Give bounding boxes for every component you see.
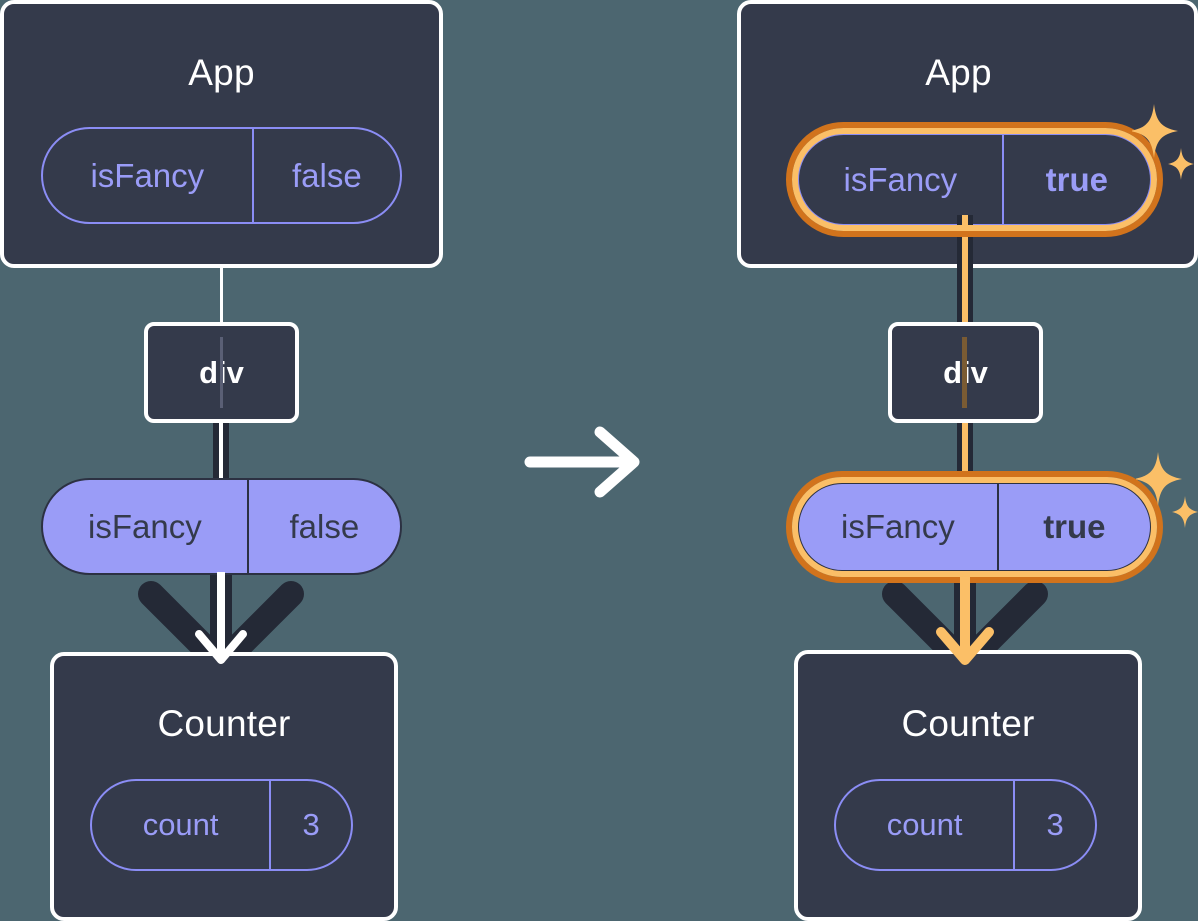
flow-arrow-core-after bbox=[936, 572, 994, 665]
app-prop-name-before: isFancy bbox=[90, 156, 205, 194]
counter-title-before: Counter bbox=[157, 703, 291, 744]
flow-arrow-core-before bbox=[195, 572, 247, 664]
app-prop-name-after: isFancy bbox=[843, 160, 958, 198]
counter-state-pill-before: count 3 bbox=[90, 779, 353, 871]
connector-through-div-before bbox=[220, 337, 223, 408]
prop-value-after: true bbox=[996, 484, 1150, 570]
app-title-after: App bbox=[925, 52, 992, 93]
counter-state-value-before: 3 bbox=[269, 781, 351, 869]
prop-value-before: false bbox=[246, 480, 400, 573]
prop-pill-after: isFancy true bbox=[797, 482, 1152, 572]
prop-name-before: isFancy bbox=[88, 507, 202, 545]
app-prop-pill-before: isFancy false bbox=[41, 127, 402, 224]
connector-through-div-after bbox=[962, 337, 967, 408]
connector-app-to-div-before bbox=[220, 264, 223, 324]
connector-div-to-pill-core-before bbox=[219, 420, 223, 482]
counter-state-pill-after: count 3 bbox=[834, 779, 1097, 871]
prop-name-after: isFancy bbox=[841, 508, 955, 545]
app-prop-value-before: false bbox=[251, 129, 400, 222]
sparkle-icon-app-after bbox=[1132, 104, 1194, 180]
connector-app-to-div-core-after bbox=[962, 215, 968, 330]
app-title-before: App bbox=[188, 52, 255, 93]
counter-state-name-after: count bbox=[886, 807, 963, 842]
connector-div-to-pill-core-after bbox=[962, 420, 968, 482]
counter-state-name-before: count bbox=[142, 807, 219, 842]
app-prop-pill-after: isFancy true bbox=[797, 133, 1152, 226]
counter-title-after: Counter bbox=[901, 703, 1035, 744]
arrow-right-icon bbox=[524, 426, 640, 498]
sparkle-icon-prop-after bbox=[1136, 452, 1198, 528]
counter-state-value-after: 3 bbox=[1013, 781, 1095, 869]
app-prop-value-after: true bbox=[1001, 135, 1150, 224]
prop-pill-before: isFancy false bbox=[41, 478, 402, 575]
